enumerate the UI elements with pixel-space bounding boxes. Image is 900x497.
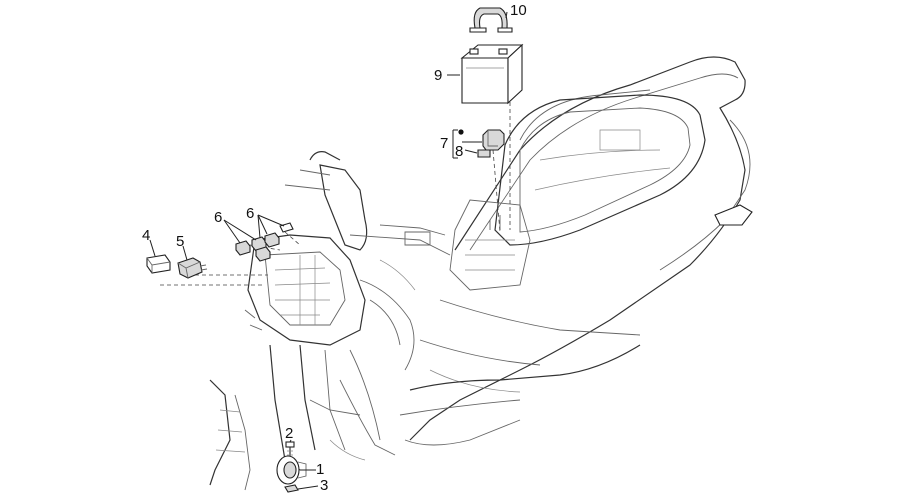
callout-numbers: 10 9 7 8 4 5 6 6 2 1 3 — [142, 2, 527, 494]
callout-6-right: 6 — [246, 205, 254, 222]
callout-5: 5 — [176, 233, 184, 250]
scooter-frame-drawing — [209, 56, 753, 491]
callout-leaders — [149, 11, 508, 490]
callout-1: 1 — [316, 461, 324, 478]
callout-3: 3 — [320, 477, 328, 494]
callout-8: 8 — [455, 143, 463, 160]
horn-part — [276, 455, 307, 485]
battery-part — [460, 43, 524, 105]
fuse-group-right — [255, 222, 294, 262]
relay-part — [458, 129, 505, 151]
relay-clip-part — [477, 149, 491, 158]
regulator-part — [177, 257, 208, 279]
callout-9: 9 — [434, 67, 442, 84]
callout-2: 2 — [285, 425, 293, 442]
cap-part — [146, 254, 171, 274]
callout-4: 4 — [142, 227, 150, 244]
callout-6-left: 6 — [214, 209, 222, 226]
battery-strap-part — [469, 7, 513, 33]
callout-7: 7 — [440, 135, 448, 152]
callout-10: 10 — [510, 2, 527, 19]
horn-bracket-part — [284, 484, 299, 493]
